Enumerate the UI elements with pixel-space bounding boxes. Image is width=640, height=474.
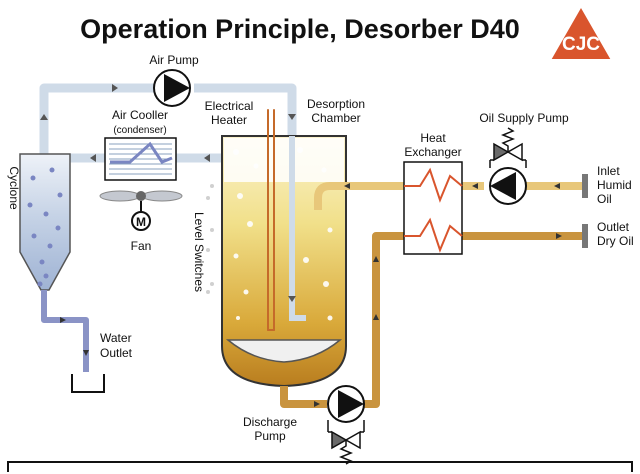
air-pump	[153, 69, 191, 107]
desorption-chamber-label: Desorption	[307, 97, 365, 111]
water-outlet-label: Water	[100, 331, 132, 345]
heat-exchanger-label: Heat	[420, 131, 446, 145]
pump-triangle-icon	[490, 172, 516, 200]
pipe-pump-to-exchanger	[364, 232, 404, 408]
arrow-icon	[60, 317, 66, 323]
outlet-label: Outlet	[597, 220, 630, 234]
heat-exchanger	[403, 161, 463, 255]
fan: M	[99, 190, 183, 231]
fan-blade	[141, 190, 183, 202]
desorption-chamber-label-2: Chamber	[311, 111, 360, 125]
oil-flow-arrows	[314, 183, 562, 407]
supply-relief-valve	[489, 127, 527, 168]
arrow-icon	[288, 114, 296, 120]
fan-hub	[136, 191, 146, 201]
discharge-relief-valve	[327, 420, 365, 465]
inlet-label-2: Humid	[597, 178, 632, 192]
water-bucket	[71, 374, 105, 393]
logo-text: CJC	[562, 34, 600, 55]
arrow-icon	[288, 296, 296, 302]
outlet-flange	[582, 224, 588, 248]
cyclone	[19, 153, 71, 291]
level-switches-label: Level Switches	[192, 212, 206, 292]
air-inlet-tube	[289, 136, 306, 321]
outlet-label-2: Dry Oil	[597, 234, 634, 248]
arrow-icon	[556, 233, 562, 239]
electrical-heater	[267, 109, 275, 331]
arrow-icon	[83, 350, 89, 356]
pipe-exchanger-to-chamber	[314, 182, 404, 210]
oil-supply-pump-label: Oil Supply Pump	[479, 111, 569, 125]
air-flow-arrows	[40, 84, 296, 162]
arrow-icon	[472, 183, 478, 189]
inlet-label: Inlet	[597, 164, 620, 178]
arrow-icon	[373, 314, 379, 320]
air-cooler-label: Air Cooller	[112, 108, 168, 122]
air-pump-label: Air Pump	[149, 53, 199, 67]
air-cooler	[104, 137, 177, 181]
diffuser-plate	[225, 339, 343, 363]
arrow-icon	[344, 183, 350, 189]
motor-icon	[131, 211, 151, 231]
air-pipe-cyclone-to-pump	[39, 83, 172, 158]
electrical-heater-label-2: Heater	[211, 113, 247, 127]
inlet-label-3: Oil	[597, 192, 612, 206]
oil-supply-pump	[489, 167, 527, 205]
arrow-icon	[112, 84, 118, 92]
water-pipe	[41, 290, 89, 372]
arrow-icon	[373, 256, 379, 262]
discharge-pump-label: Discharge	[243, 415, 297, 429]
discharge-pump-label-2: Pump	[254, 429, 286, 443]
arrow-icon	[314, 401, 320, 407]
arrow-icon	[40, 114, 48, 120]
arrow-icon	[204, 154, 210, 162]
frame-bracket	[7, 461, 633, 472]
vapor-dots	[206, 184, 214, 294]
arrow-icon	[554, 183, 560, 189]
arrow-icon	[90, 154, 96, 162]
water-outlet-label-2: Outlet	[100, 346, 133, 360]
desorption-chamber	[206, 135, 347, 388]
fan-blade	[99, 190, 141, 202]
air-cooler-sublabel: (condenser)	[113, 125, 166, 136]
inlet-flange	[582, 174, 588, 198]
heat-exchanger-label-2: Exchanger	[404, 145, 461, 159]
pump-triangle-icon	[338, 390, 364, 418]
discharge-pump	[327, 385, 365, 423]
pump-triangle-icon	[164, 74, 190, 102]
page-title: Operation Principle, Desorber D40	[80, 14, 520, 44]
pipe-chamber-to-discharge-pump	[280, 386, 327, 408]
cyclone-label: Cyclone	[7, 166, 21, 210]
cjc-logo: CJC	[548, 3, 614, 61]
motor-symbol: M	[136, 215, 146, 229]
water-droplets	[27, 167, 63, 287]
fan-label: Fan	[131, 239, 152, 253]
water-flow-arrows	[60, 317, 89, 356]
electrical-heater-label: Electrical	[205, 99, 254, 113]
